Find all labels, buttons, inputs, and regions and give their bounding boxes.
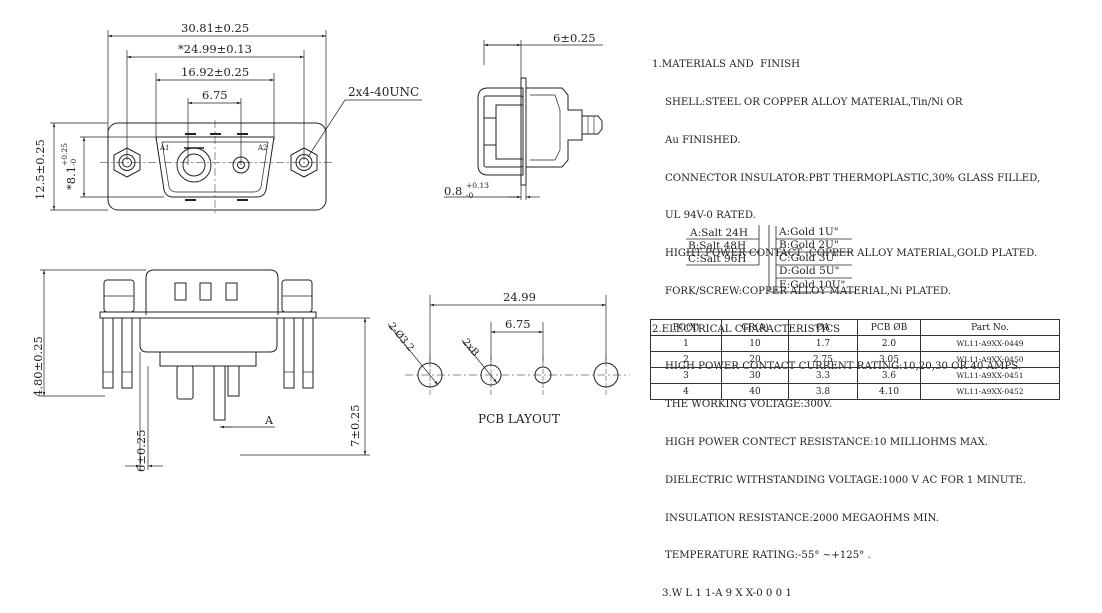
cell: 3.8 bbox=[788, 383, 858, 400]
dim-pcb-span: 24.99 bbox=[503, 290, 536, 304]
col-header: Part No. bbox=[920, 319, 1060, 336]
dim-pcb-spacing: 6.75 bbox=[505, 317, 531, 331]
col-header: PO(X) bbox=[650, 319, 722, 336]
side-view-labels: 6±0.25 0.8 +0.13 -0 bbox=[444, 31, 596, 200]
part-code-brackets bbox=[686, 225, 856, 293]
dim-bottom-height: 4.80±0.25 bbox=[31, 336, 45, 397]
cell: 2 bbox=[650, 351, 722, 368]
gold-option: B:Gold 2U" bbox=[779, 239, 839, 251]
cell: 2.0 bbox=[857, 335, 921, 352]
note-line: TEMPERATURE RATING:-55° ~+125° . bbox=[665, 550, 871, 562]
pcb-layout-labels: 24.99 6.75 2-Ø3.2 2xB PCB LAYOUT bbox=[386, 290, 560, 426]
note-line: HIGHT POWER CONTACT :COPPER ALLOY MATERI… bbox=[665, 248, 1038, 260]
note-line: UL 94V-0 RATED. bbox=[665, 210, 756, 222]
gold-option: E:Gold 10U" bbox=[779, 279, 845, 291]
bottom-view bbox=[40, 269, 370, 470]
cell: WL11-A9XX-0449 bbox=[920, 335, 1060, 352]
thread-callout: 2x4-40UNC bbox=[348, 85, 419, 99]
front-view bbox=[50, 30, 422, 215]
cell: 4 bbox=[650, 383, 722, 400]
cell: WL11-A9XX-0452 bbox=[920, 383, 1060, 400]
part-code-options: A:Salt 24H B:Salt 48H C:Salt 96H A:Gold … bbox=[688, 226, 845, 291]
table-header-row: PO(X) CR(A) ØA PCB ØB Part No. bbox=[650, 319, 1060, 336]
cell: 1.7 bbox=[788, 335, 858, 352]
bottom-view-labels: 4.80±0.25 7±0.25 6±0.25 A bbox=[31, 336, 362, 472]
cell: 3.6 bbox=[857, 367, 921, 384]
label-a2: A2 bbox=[257, 144, 268, 152]
table-row: 2 20 2.75 3.05 WL11-A9XX-0450 bbox=[650, 351, 1060, 368]
dim-overall-height: 12.5±0.25 bbox=[33, 139, 47, 200]
cell: 3 bbox=[650, 367, 722, 384]
dim-thickness-tol-top: +0.13 bbox=[466, 181, 489, 190]
dim-shell-height-tol-top: +0.25 bbox=[60, 143, 69, 166]
salt-option: A:Salt 24H bbox=[689, 227, 748, 239]
cell: 30 bbox=[721, 367, 789, 384]
salt-option: B:Salt 48H bbox=[688, 240, 746, 252]
dim-thickness-tol-bottom: -0 bbox=[466, 191, 474, 200]
cell: 3.05 bbox=[857, 351, 921, 368]
col-header: CR(A) bbox=[721, 319, 789, 336]
cell: 2.75 bbox=[788, 351, 858, 368]
part-code: 3.W L 1 1-A 9 X X-0 0 0 1 bbox=[662, 588, 792, 600]
hole-callout-1: 2-Ø3.2 bbox=[386, 321, 416, 354]
note-line: HIGH POWER CONTECT RESISTANCE:10 MILLIOH… bbox=[665, 437, 988, 448]
gold-option: A:Gold 1U" bbox=[778, 226, 839, 238]
note-line: Au FINISHED. bbox=[665, 134, 741, 146]
note-line: 1.MATERIALS AND FINISH bbox=[652, 59, 801, 71]
cell: WL11-A9XX-0450 bbox=[920, 351, 1060, 368]
spec-table: PO(X) CR(A) ØA PCB ØB Part No. 1 10 1.7 … bbox=[650, 319, 1060, 400]
cell: 40 bbox=[721, 383, 789, 400]
dim-hole-spacing: *24.99±0.13 bbox=[178, 42, 252, 56]
note-line: THE WORKING VOLTAGE:300V. bbox=[665, 399, 833, 411]
dim-contact-spacing: 6.75 bbox=[202, 88, 228, 102]
dim-pin-length: 7±0.25 bbox=[348, 404, 362, 447]
dim-side-length: 6±0.25 bbox=[553, 31, 596, 45]
pcb-layout bbox=[387, 295, 630, 395]
side-view bbox=[444, 40, 603, 200]
col-header: PCB ØB bbox=[857, 319, 921, 336]
note-line: SHELL:STEEL OR COPPER ALLOY MATERIAL,Tin… bbox=[665, 96, 963, 108]
gold-option: D:Gold 5U" bbox=[779, 265, 839, 277]
note-line: INSULATION RESISTANCE:2000 MEGAOHMS MIN. bbox=[665, 512, 940, 524]
table-row: 4 40 3.8 4.10 WL11-A9XX-0452 bbox=[650, 383, 1060, 400]
cell: 20 bbox=[721, 351, 789, 368]
dim-shell-width: 16.92±0.25 bbox=[181, 65, 249, 79]
dim-thickness: 0.8 bbox=[444, 184, 462, 198]
col-header: ØA bbox=[788, 319, 858, 336]
note-line: DIELECTRIC WITHSTANDING VOLTAGE:1000 V A… bbox=[665, 474, 1026, 486]
note-line: FORK/SCREW:COPPER ALLOY MATERIAL,Ni PLAT… bbox=[665, 285, 952, 297]
dim-overall-width: 30.81±0.25 bbox=[181, 21, 249, 35]
dim-shell-height: *8.1 bbox=[64, 166, 78, 190]
cell: 1 bbox=[650, 335, 722, 352]
table-row: 3 30 3.3 3.6 WL11-A9XX-0451 bbox=[650, 367, 1060, 384]
cell: WL11-A9XX-0451 bbox=[920, 367, 1060, 384]
pcb-layout-title: PCB LAYOUT bbox=[478, 412, 560, 426]
label-a: A bbox=[264, 414, 274, 427]
hole-callout-2: 2xB bbox=[460, 337, 481, 359]
drawing-canvas: 30.81±0.25 *24.99±0.13 16.92±0.25 6.75 2… bbox=[31, 21, 856, 472]
cell: 3.3 bbox=[788, 367, 858, 384]
salt-option: C:Salt 96H bbox=[688, 253, 746, 265]
front-view-labels: 30.81±0.25 *24.99±0.13 16.92±0.25 6.75 2… bbox=[33, 21, 419, 200]
table-row: 1 10 1.7 2.0 WL11-A9XX-0449 bbox=[650, 335, 1060, 352]
dim-shell-height-tol-bottom: -0 bbox=[69, 158, 78, 166]
dim-pin-offset: 6±0.25 bbox=[134, 429, 148, 472]
gold-option: C:Gold 3U" bbox=[779, 252, 839, 264]
cell: 10 bbox=[721, 335, 789, 352]
label-a1: A1 bbox=[159, 144, 170, 152]
cell: 4.10 bbox=[857, 383, 921, 400]
note-line: CONNECTOR INSULATOR:PBT THERMOPLASTIC,30… bbox=[665, 172, 1041, 184]
